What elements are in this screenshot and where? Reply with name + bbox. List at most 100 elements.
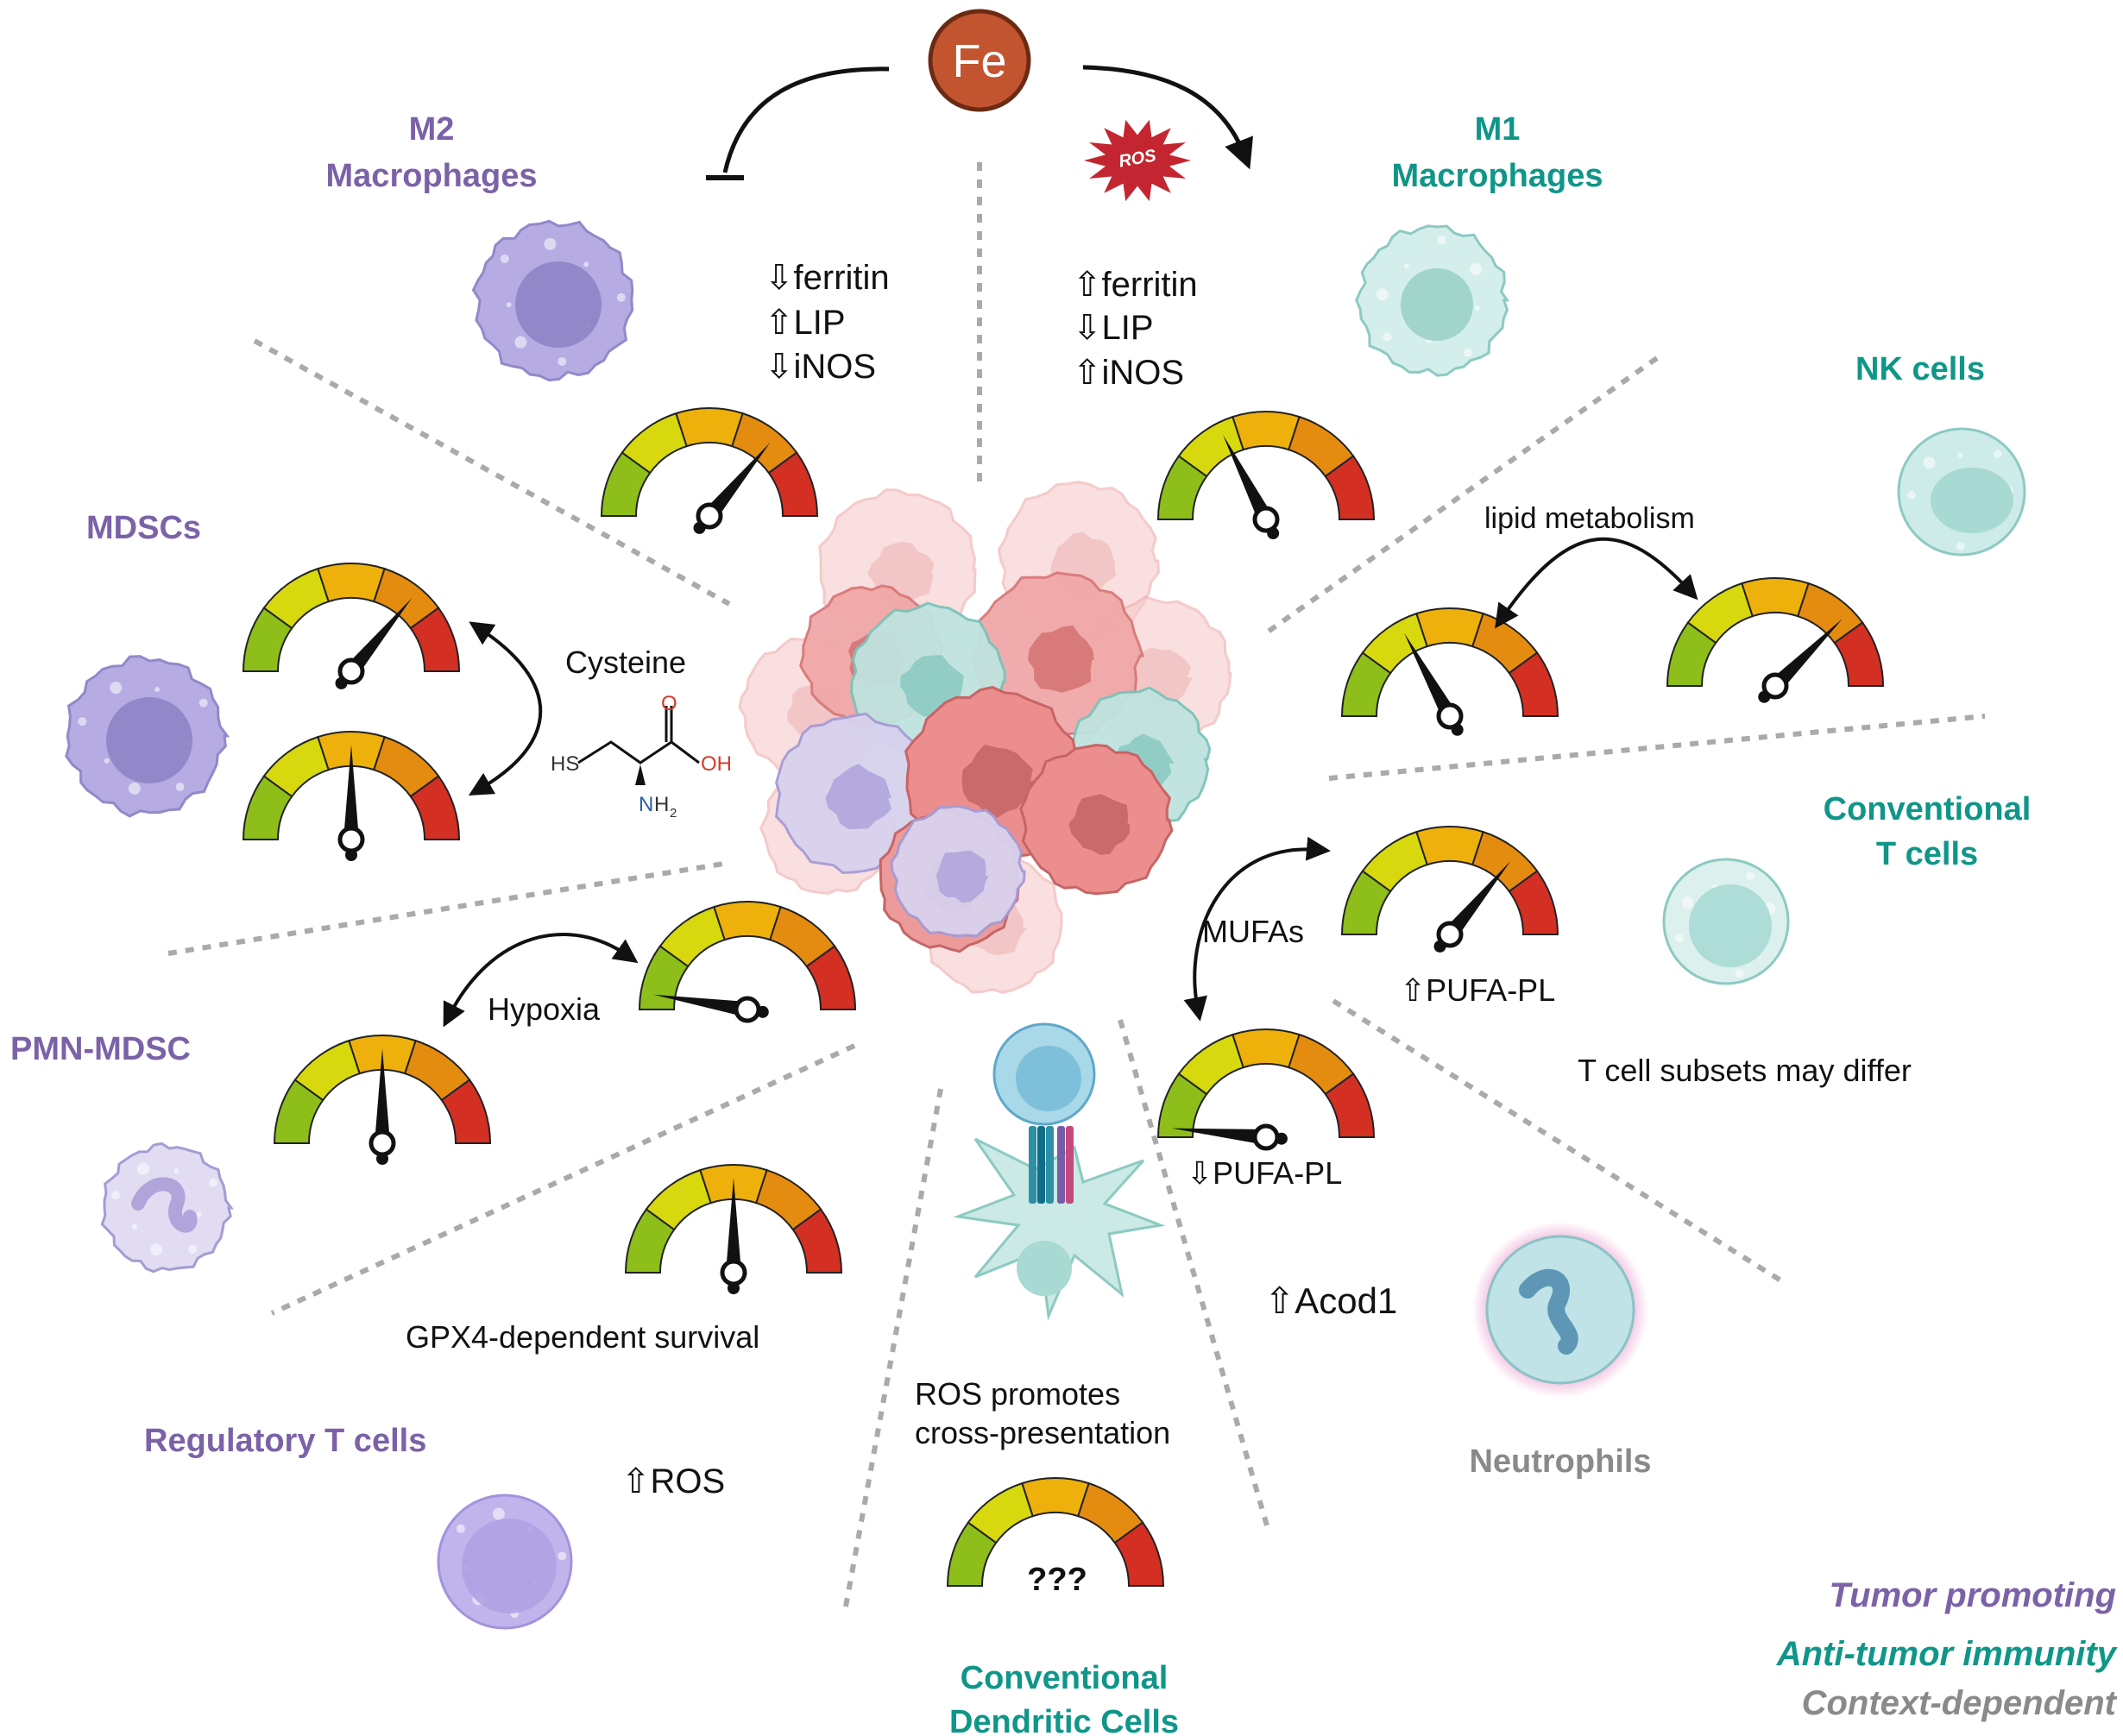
m2-title-line1: M2: [409, 111, 455, 148]
conv-t-title-line2: T cells: [1876, 836, 1978, 872]
pmn-hypoxia-note: Hypoxia: [488, 991, 601, 1027]
mdsc-title: MDSCs: [86, 510, 201, 546]
m2-marker-3: ⇩iNOS: [765, 348, 876, 386]
divider-mdsc-pmn: [167, 860, 730, 956]
mdsc-cysteine-note: Cysteine: [565, 645, 686, 680]
m2-title-line2: Macrophages: [326, 158, 538, 194]
section-dividers: [167, 162, 1986, 1607]
pmn-nucleus: [131, 1177, 198, 1233]
divider-m1-nk: [1263, 355, 1659, 637]
conv-t-cell-icon: [1662, 858, 1790, 985]
gauge-needle: [1444, 861, 1511, 940]
dc-t-cell-icon: [992, 1022, 1096, 1126]
nk-lipid-note: lipid metabolism: [1484, 502, 1695, 535]
gauge-needle: [726, 1178, 741, 1273]
tumor-cell-nucleus: [1068, 794, 1131, 855]
conv-t-title-line1: Conventional: [1824, 791, 2032, 827]
curved-arrows: [443, 537, 1698, 1028]
tumor-cell-nucleus: [936, 850, 989, 903]
fe-node: Fe: [928, 9, 1031, 112]
cysteine-arrow: [468, 621, 543, 796]
nk-title: NK cells: [1855, 351, 1985, 387]
gauge-needle: [1769, 619, 1843, 692]
mufa-arrow: [1183, 836, 1331, 1022]
dc-unknown: ???: [1027, 1562, 1087, 1598]
legend: Tumor promoting Anti-tumor immunity Cont…: [1776, 1576, 2118, 1722]
m2-macrophage-icon: [471, 219, 634, 382]
gauge-mdsc-bottom: [242, 731, 461, 861]
cysteine-n: N: [639, 793, 653, 816]
gauge-needle: [345, 598, 413, 676]
mdsc-icon: [65, 655, 230, 818]
dc-title-line1: Conventional: [961, 1660, 1169, 1696]
neutrophil-icon: [1472, 1222, 1648, 1398]
divider-convt-neutrophils: [1332, 998, 1784, 1284]
gauge-needle: [1171, 1128, 1267, 1145]
gauge-needle: [653, 994, 749, 1017]
immune-cells: [65, 219, 2026, 1630]
dc-ros-line1: ROS promotes: [915, 1376, 1120, 1412]
gauge-treg: [624, 1164, 843, 1294]
dc-title-line2: Dendritic Cells: [949, 1704, 1179, 1736]
gauge-mdsc-top: [242, 563, 461, 689]
divider-nk-convt: [1328, 714, 1986, 781]
pmn-mdsc-title: PMN-MDSC: [10, 1031, 191, 1067]
gauge-pmn-top: [638, 901, 857, 1023]
conv-t-pufa-up: ⇧PUFA-PL: [1400, 972, 1555, 1008]
m1-marker-2: ⇩LIP: [1073, 309, 1154, 347]
treg-ros-note: ⇧ROS: [621, 1462, 725, 1500]
gauge-dc: [946, 1477, 1165, 1587]
gauge-m1: [1156, 411, 1376, 540]
m1-marker-3: ⇧iNOS: [1073, 354, 1184, 392]
cysteine-structure: HS O OH N H 2: [551, 692, 732, 821]
labels-tumor-promoting: M2 Macrophages MDSCs PMN-MDSC Regulatory…: [10, 111, 537, 1459]
fe-inhibit-arc: [722, 66, 890, 173]
nk-nucleus: [1931, 468, 2013, 533]
conv-t-subsets-note: T cell subsets may differ: [1578, 1053, 1912, 1088]
tumor-cell-nucleus: [961, 744, 1035, 819]
divider-m2-mdsc: [253, 338, 731, 607]
divider-treg-dc: [843, 1088, 943, 1607]
cysteine-hs: HS: [551, 752, 579, 776]
conv-t-pufa-down: ⇩PUFA-PL: [1187, 1155, 1342, 1191]
gauge-needle: [375, 1048, 390, 1143]
tumor-cluster: [738, 481, 1232, 994]
legend-anti-tumor: Anti-tumor immunity: [1776, 1635, 2118, 1673]
hypoxia-arrow: [443, 933, 639, 1028]
pmn-mdsc-icon: [100, 1142, 234, 1274]
m1-title-line1: M1: [1475, 111, 1521, 148]
gauge-pmn-bottom: [273, 1035, 492, 1165]
annotations: ⇩ferritin ⇧LIP ⇩iNOS ⇧ferritin ⇩LIP ⇧iNO…: [406, 259, 1912, 1598]
conv-t-mufa: MUFAs: [1202, 914, 1304, 949]
divider-pmn-treg: [270, 1043, 856, 1316]
lipid-arrow: [1495, 537, 1698, 629]
m1-title-line2: Macrophages: [1392, 158, 1603, 194]
neutrophils-acod1-note: ⇧Acod1: [1264, 1280, 1397, 1321]
treg-cell-icon: [437, 1494, 573, 1630]
treg-title: Regulatory T cells: [144, 1423, 426, 1459]
cysteine-o: O: [661, 692, 677, 715]
dc-ros-line2: cross-presentation: [915, 1415, 1170, 1450]
m1-marker-1: ⇧ferritin: [1073, 266, 1198, 304]
m2-marker-2: ⇧LIP: [765, 304, 846, 342]
gauge-m2: [600, 407, 819, 534]
gauge-conv-t-bottom: [1156, 1028, 1376, 1151]
tumor-cell-nucleus: [1028, 625, 1094, 693]
gauge-conv-t-top: [1340, 826, 1559, 953]
gauge-needle: [1404, 632, 1457, 720]
fe-label: Fe: [952, 35, 1006, 87]
tumor-cell-nucleus: [825, 764, 892, 829]
m2-marker-1: ⇩ferritin: [765, 259, 890, 297]
gauge-needle: [343, 745, 359, 840]
ros-badge: ROS: [1084, 119, 1191, 202]
legend-tumor-promoting: Tumor promoting: [1829, 1576, 2116, 1614]
m1-macrophage-icon: [1355, 224, 1510, 377]
cysteine-subscript: 2: [670, 806, 677, 821]
neutrophils-title: Neutrophils: [1469, 1444, 1651, 1480]
dendritic-cell-icon: [953, 1137, 1166, 1321]
legend-context-dependent: Context-dependent: [1802, 1684, 2118, 1722]
divider-dc-neutrophils: [1118, 1019, 1271, 1532]
gauge-needle: [1223, 434, 1274, 524]
